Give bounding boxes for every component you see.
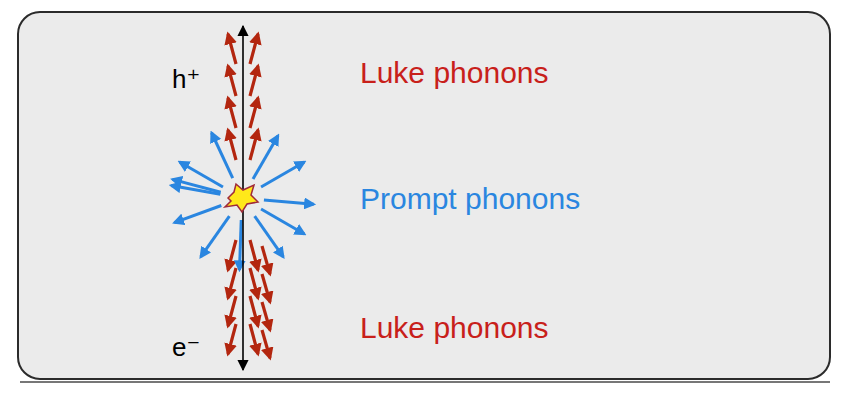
luke-phonon-arrow [250, 66, 258, 96]
luke-phonon-arrow [250, 268, 258, 298]
panel-shadow [20, 381, 830, 383]
prompt-phonon-arrow [261, 209, 304, 234]
prompt-phonon-arrow [255, 216, 284, 257]
luke-phonon-arrow [262, 330, 270, 358]
luke-phonon-arrow [250, 34, 258, 64]
luke-phonon-arrow [228, 130, 236, 160]
prompt-phonon-arrow [212, 133, 233, 178]
luke-phonon-arrow [262, 274, 270, 302]
luke-phonon-arrow [250, 130, 258, 160]
panel [18, 12, 830, 379]
phonon-label: Prompt phonons [360, 182, 580, 217]
carrier-label: h⁺ [172, 65, 200, 95]
luke-phonon-arrow [250, 98, 258, 128]
prompt-phonon-arrow [264, 200, 314, 204]
luke-phonon-arrow [228, 268, 236, 298]
prompt-phonon-arrow [201, 216, 230, 257]
prompt-phonon-arrow [174, 206, 221, 223]
luke-phonon-arrow [228, 34, 236, 64]
luke-phonon-arrow [228, 66, 236, 96]
luke-phonon-arrow [228, 296, 236, 326]
prompt-phonon-arrow [239, 220, 241, 270]
luke-phonon-arrow [250, 240, 258, 270]
prompt-phonon-arrow [253, 136, 278, 179]
luke-phonon-arrow [262, 246, 270, 274]
prompt-phonon-arrow [261, 162, 304, 187]
luke-phonon-arrow [262, 302, 270, 330]
prompt-phonon-arrow [172, 179, 220, 192]
interaction-star [225, 184, 258, 212]
luke-phonon-arrow [228, 240, 236, 270]
carrier-label: e⁻ [172, 333, 200, 363]
luke-phonon-arrow [228, 98, 236, 128]
phonon-label: Luke phonons [360, 56, 549, 91]
luke-phonon-arrow [228, 324, 236, 354]
phonon-label: Luke phonons [360, 311, 549, 346]
luke-phonon-arrow [250, 324, 258, 354]
luke-phonon-arrow [250, 296, 258, 326]
